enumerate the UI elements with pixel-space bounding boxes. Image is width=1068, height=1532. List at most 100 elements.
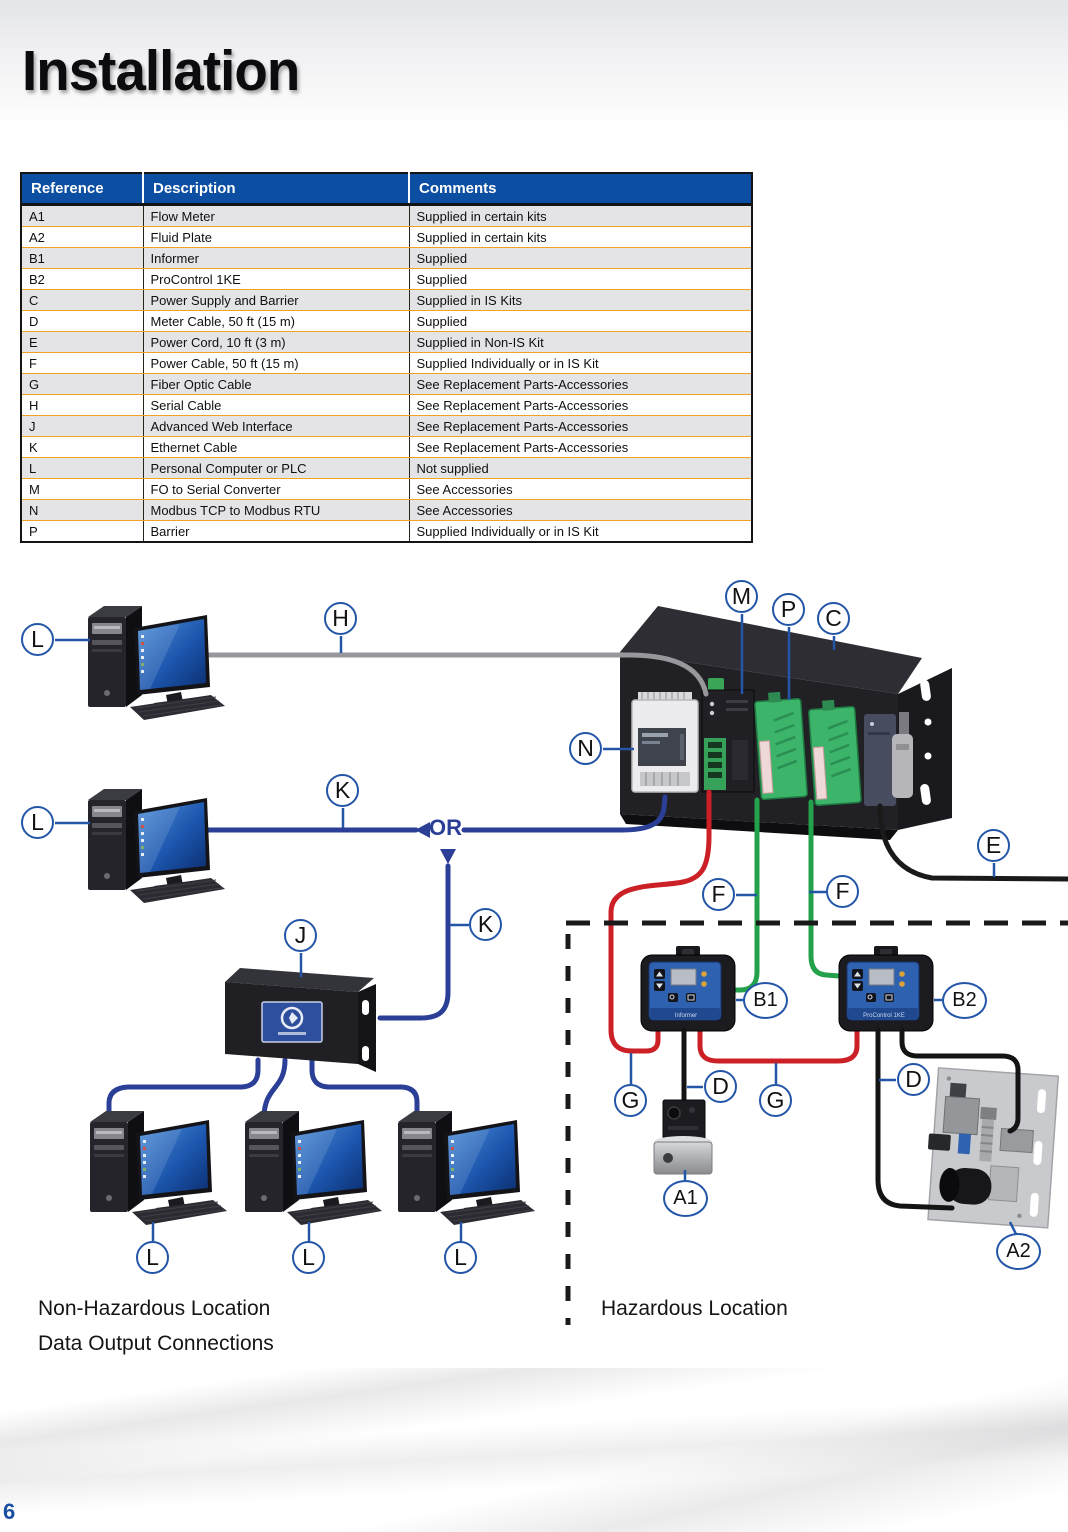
table-cell: Power Cable, 50 ft (15 m) <box>143 352 410 374</box>
column-header-reference: Reference <box>21 173 144 206</box>
modbus-tcp-rtu-module <box>631 692 699 793</box>
page-number: 6 <box>3 1499 16 1524</box>
flow-meter <box>653 1099 713 1175</box>
table-cell: Supplied <box>409 310 752 332</box>
page-top-gradient <box>0 0 1068 130</box>
fiber-optic-cable-g <box>608 789 712 1054</box>
callout-g: G <box>614 1084 647 1117</box>
table-cell: K <box>21 436 144 458</box>
table-cell: Advanced Web Interface <box>143 415 410 437</box>
callout-n: N <box>569 732 602 765</box>
callout-l: L <box>21 806 54 839</box>
or-label: OR <box>429 815 462 840</box>
desktop-computer <box>397 1110 536 1226</box>
callout-f: F <box>826 875 859 908</box>
table-cell: L <box>21 457 144 479</box>
table-cell: See Accessories <box>409 478 752 500</box>
callout-l: L <box>292 1241 325 1274</box>
callout-l: L <box>444 1241 477 1274</box>
table-cell: Personal Computer or PLC <box>143 457 410 479</box>
informer-device-label: Informer <box>675 1013 697 1019</box>
footer-wave-graphic <box>0 1368 1068 1532</box>
hazardous-location-label: Hazardous Location <box>601 1297 788 1320</box>
table-header-row: Reference Description Comments <box>21 173 752 206</box>
table-cell: See Replacement Parts-Accessories <box>409 394 752 416</box>
non-hazardous-location-label: Non-Hazardous Location <box>38 1297 271 1320</box>
ethernet-cable-k <box>461 794 668 833</box>
table-cell: E <box>21 331 144 353</box>
table-cell: Meter Cable, 50 ft (15 m) <box>143 310 410 332</box>
callout-d: D <box>704 1070 737 1103</box>
table-cell: See Replacement Parts-Accessories <box>409 373 752 395</box>
callout-connectors <box>55 614 1018 1241</box>
table-cell: Flow Meter <box>143 204 410 227</box>
procontrol-device-label: ProControl 1KE <box>863 1013 905 1019</box>
fiber-optic-cable-g <box>697 1018 860 1064</box>
page-title: Installation <box>22 39 300 104</box>
callout-f: F <box>702 878 735 911</box>
barrier-module <box>808 699 862 807</box>
desktop-computer <box>87 788 226 904</box>
desktop-computer <box>87 605 226 721</box>
fluid-plate <box>927 1067 1060 1229</box>
ethernet-branch-k <box>377 863 451 1021</box>
callout-l: L <box>21 623 54 656</box>
callout-p: P <box>772 593 805 626</box>
power-supply-module <box>864 714 913 806</box>
desktop-computer <box>244 1110 383 1226</box>
table-cell: Fluid Plate <box>143 226 410 248</box>
table-cell: F <box>21 352 144 374</box>
table-cell: Supplied in IS Kits <box>409 289 752 311</box>
callout-m: M <box>725 580 758 613</box>
table-cell: M <box>21 478 144 500</box>
table-cell: Not supplied <box>409 457 752 479</box>
or-down-arrow-icon <box>440 849 456 864</box>
table-cell: B2 <box>21 268 144 290</box>
ethernet-lines-to-pcs <box>106 1057 420 1121</box>
table-cell: Supplied in Non-IS Kit <box>409 331 752 353</box>
callout-d: D <box>897 1063 930 1096</box>
desktop-computer <box>89 1110 228 1226</box>
table-cell: D <box>21 310 144 332</box>
table-cell: Supplied Individually or in IS Kit <box>409 352 752 374</box>
table-cell: Supplied <box>409 268 752 290</box>
callout-a2: A2 <box>996 1233 1041 1270</box>
table-cell: Supplied in certain kits <box>409 204 752 227</box>
meter-cable-d <box>875 1027 955 1211</box>
table-cell: See Replacement Parts-Accessories <box>409 436 752 458</box>
table-cell: Supplied in certain kits <box>409 226 752 248</box>
power-cable-f <box>808 799 842 979</box>
callout-j: J <box>284 919 317 952</box>
table-cell: P <box>21 520 144 542</box>
table-cell: Serial Cable <box>143 394 410 416</box>
table-cell: J <box>21 415 144 437</box>
table-cell: FO to Serial Converter <box>143 478 410 500</box>
callout-b1: B1 <box>743 982 788 1019</box>
callout-c: C <box>817 602 850 635</box>
callout-a1: A1 <box>663 1180 708 1217</box>
power-supply-barrier-enclosure <box>620 606 952 840</box>
data-output-connections-label: Data Output Connections <box>38 1332 274 1355</box>
column-header-comments: Comments <box>409 173 752 206</box>
table-cell: Power Cord, 10 ft (3 m) <box>143 331 410 353</box>
callout-g: G <box>759 1084 792 1117</box>
table-cell: C <box>21 289 144 311</box>
callout-b2: B2 <box>942 982 987 1019</box>
table-cell: Informer <box>143 247 410 269</box>
